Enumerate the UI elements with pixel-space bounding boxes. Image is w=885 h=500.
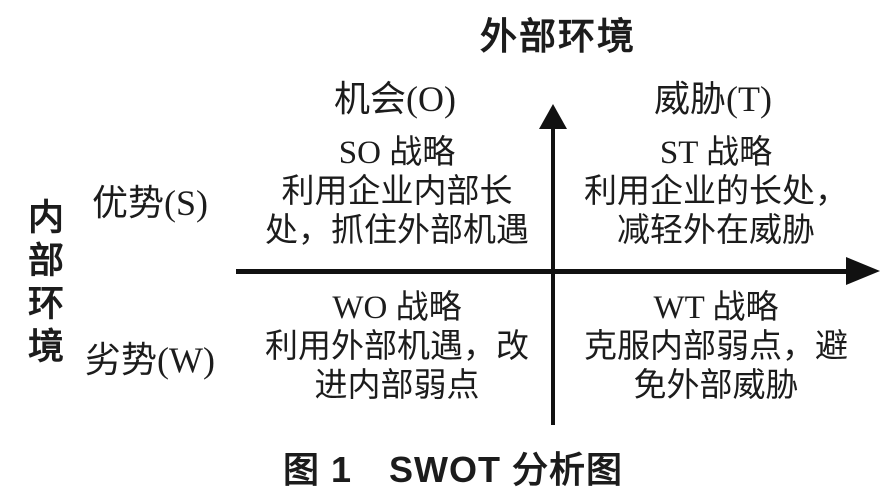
quadrant-st-line: 利用企业的长处， — [584, 174, 848, 210]
quadrant-wo-title: WO 战略 — [332, 290, 462, 326]
quadrant-so-line: 处，抓住外部机遇 — [265, 213, 529, 249]
external-environment-title: 外部环境 — [480, 16, 636, 57]
up-arrow-icon — [539, 104, 567, 129]
quadrant-wt: WT 战略 克服内部弱点，避 免外部威胁 — [562, 289, 870, 406]
quadrant-so-line: 利用企业内部长 — [281, 174, 513, 210]
quadrant-so: SO 战略 利用企业内部长 处，抓住外部机遇 — [243, 134, 551, 251]
right-arrow-icon — [846, 257, 880, 285]
row-header-weakness: 劣势(W) — [85, 340, 215, 380]
internal-environment-label: 内部环境 — [23, 198, 64, 370]
horizontal-axis-line — [236, 269, 848, 274]
quadrant-st-title: ST 战略 — [659, 135, 773, 171]
vertical-axis-line — [551, 124, 555, 425]
figure-caption: 图 1 SWOT 分析图 — [283, 449, 624, 490]
row-header-strength: 优势(S) — [92, 183, 208, 223]
quadrant-st-line: 减轻外在威胁 — [617, 213, 815, 249]
column-header-threat: 威胁(T) — [654, 79, 772, 119]
quadrant-wo: WO 战略 利用外部机遇，改 进内部弱点 — [243, 289, 551, 406]
quadrant-wt-line: 克服内部弱点，避 — [584, 329, 848, 365]
quadrant-so-title: SO 战略 — [338, 135, 456, 171]
quadrant-wt-line: 免外部威胁 — [633, 368, 799, 404]
quadrant-st: ST 战略 利用企业的长处， 减轻外在威胁 — [562, 134, 870, 251]
quadrant-wt-title: WT 战略 — [653, 290, 779, 326]
column-header-opportunity: 机会(O) — [334, 79, 456, 119]
quadrant-wo-line: 进内部弱点 — [314, 368, 480, 404]
quadrant-wo-line: 利用外部机遇，改 — [265, 329, 529, 365]
